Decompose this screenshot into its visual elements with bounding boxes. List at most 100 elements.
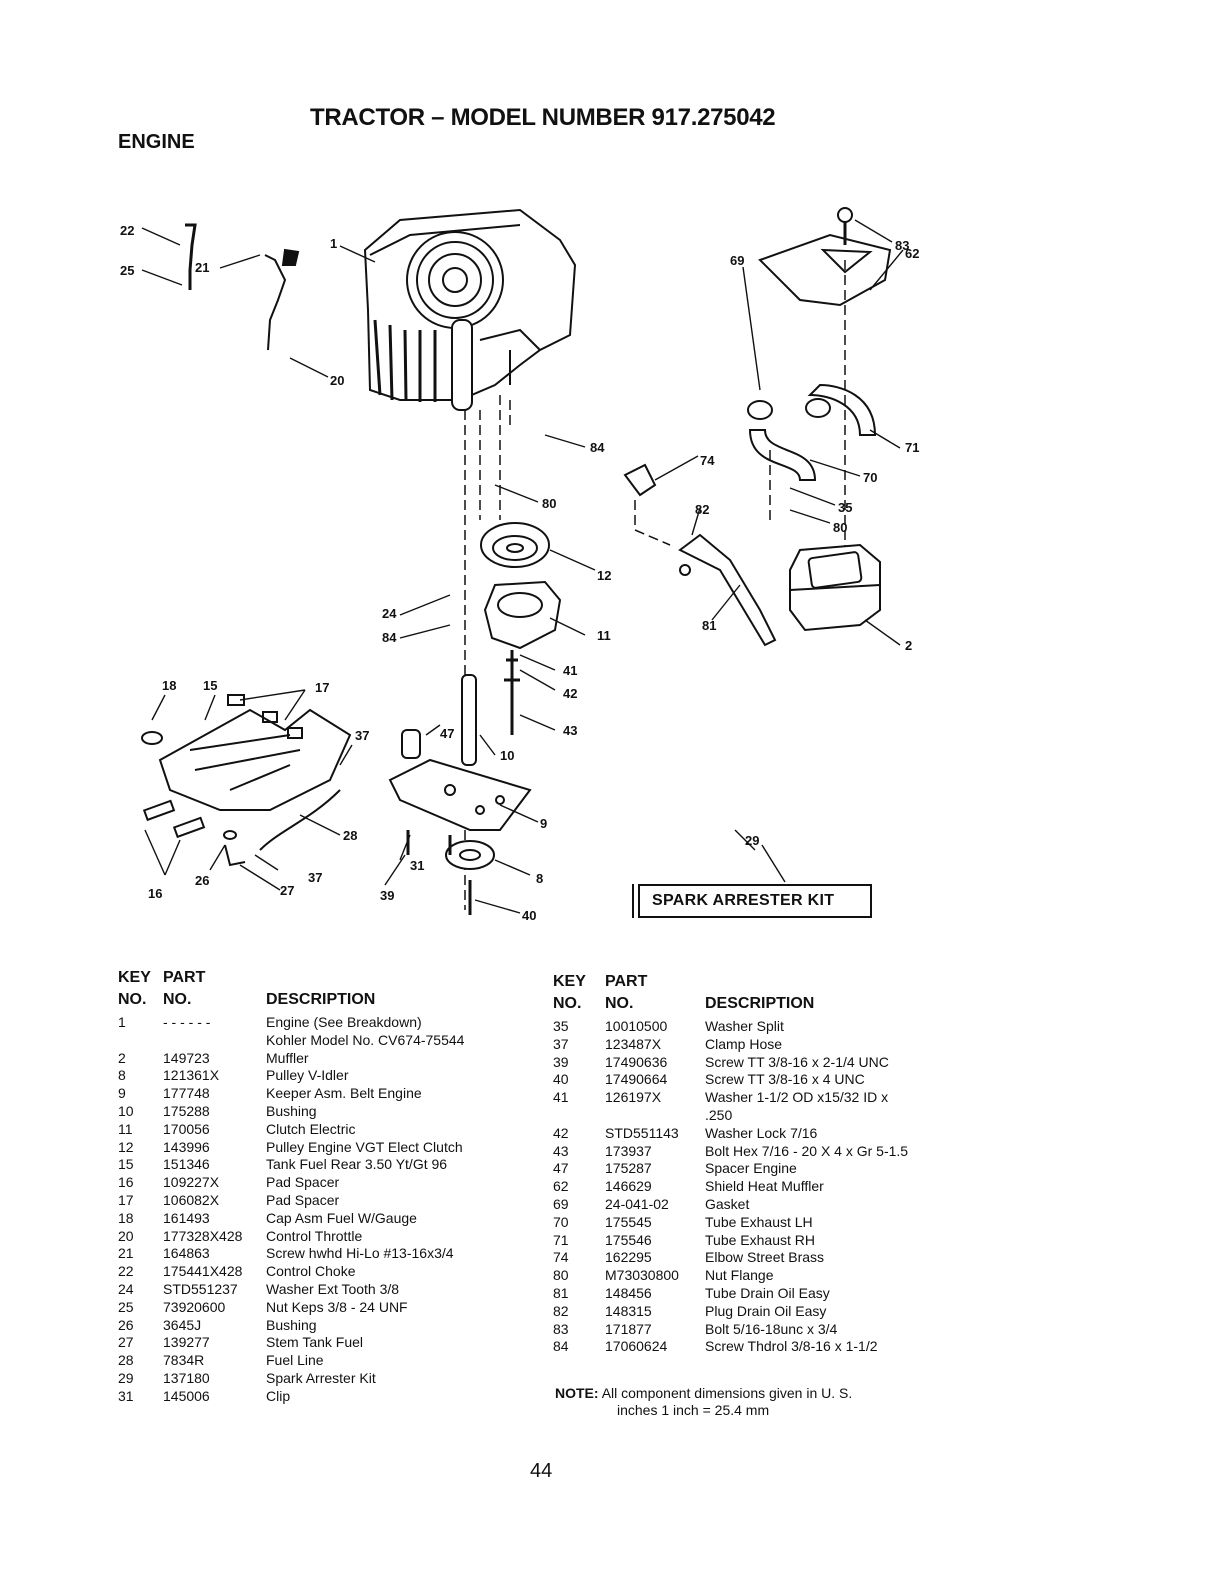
part-no: 164863 [163,1245,210,1262]
part-no: STD551237 [163,1280,238,1297]
callout: 9 [540,816,547,831]
description: Clip [266,1387,291,1404]
part-no: 149723 [163,1049,210,1066]
key-no: 20 [118,1227,134,1244]
key-no: 82 [553,1302,569,1319]
part-no: 24-041-02 [605,1195,669,1212]
callout: 74 [700,453,715,468]
col-header-key-no: NO. [118,991,147,1008]
col-header-part: PART [163,969,206,986]
part-no: M73030800 [605,1267,679,1284]
key-no: 74 [553,1249,569,1266]
key-no: 17 [118,1191,134,1208]
fuel-tank-illustration [141,694,352,867]
col-header-part-no: NO. [163,991,192,1008]
part-no: 177748 [163,1085,210,1102]
key-no: 80 [553,1267,569,1284]
description: Bushing [266,1316,317,1333]
part-no: 109227X [163,1174,220,1191]
callout: 1 [330,236,337,251]
key-no: 22 [118,1263,134,1280]
part-no: 148315 [605,1302,652,1319]
callout: 29 [745,833,759,848]
key-no: 31 [118,1387,134,1404]
exploded-parts-diagram: 22 25 1 21 20 83 62 69 71 70 84 74 80 82… [120,207,919,923]
part-no: 123487X [605,1035,662,1052]
key-no: 11 [118,1120,133,1137]
callout: 83 [895,238,909,253]
part-no: 173937 [605,1142,652,1159]
callout: 42 [563,686,577,701]
part-no: 3645J [163,1316,202,1333]
spark-arrester-kit-label: SPARK ARRESTER KIT [632,884,872,918]
callout: 35 [838,500,852,515]
key-no: 42 [553,1124,569,1141]
description: Bushing [266,1102,317,1119]
description-continued: .250 [705,1106,733,1123]
description: Spacer Engine [705,1160,797,1177]
col-header-part: PART [605,973,648,990]
part-no: 139277 [163,1334,210,1351]
callout: 69 [730,253,744,268]
callout: 37 [308,870,322,885]
callout: 84 [590,440,605,455]
part-no: 121361X [163,1067,220,1084]
part-no: 175546 [605,1231,652,1248]
key-no: 83 [553,1320,569,1337]
callout: 12 [597,568,611,583]
callout: 37 [355,728,369,743]
key-no: 2 [118,1049,126,1066]
table-row: 17 106082X Pad Spacer [118,1192,538,1210]
callout: 40 [522,908,536,923]
key-no: 39 [553,1053,569,1070]
description: Elbow Street Brass [705,1249,825,1266]
key-no: 41 [553,1089,569,1106]
parts-rows-left: 1- - - - - -Engine (See Breakdown)Kohler… [118,1014,538,1406]
key-no: 25 [118,1298,134,1315]
callout: 81 [702,618,716,633]
part-no: 177328X428 [163,1227,243,1244]
key-no: 21 [118,1245,134,1262]
description: Cap Asm Fuel W/Gauge [266,1209,417,1226]
description: Washer Lock 7/16 [705,1124,818,1141]
part-no: 17060624 [605,1338,668,1355]
description: Washer 1-1/2 OD x15/32 ID x [705,1089,889,1106]
description: Screw TT 3/8-16 x 4 UNC [705,1071,865,1088]
callout: 26 [195,873,209,888]
part-no: 175545 [605,1213,652,1230]
description: Pad Spacer [266,1191,340,1208]
description: Nut Flange [705,1267,774,1284]
description: Stem Tank Fuel [266,1334,364,1351]
description: Washer Split [705,1018,784,1034]
part-no: 106082X [163,1191,220,1208]
callout: 25 [120,263,134,278]
part-no: 171877 [605,1320,652,1337]
part-no: 170056 [163,1120,210,1137]
callout: 11 [597,628,611,643]
callout: 24 [382,606,397,621]
part-no: 17490664 [605,1071,668,1088]
callout: 22 [120,223,134,238]
key-no: 81 [553,1284,569,1301]
